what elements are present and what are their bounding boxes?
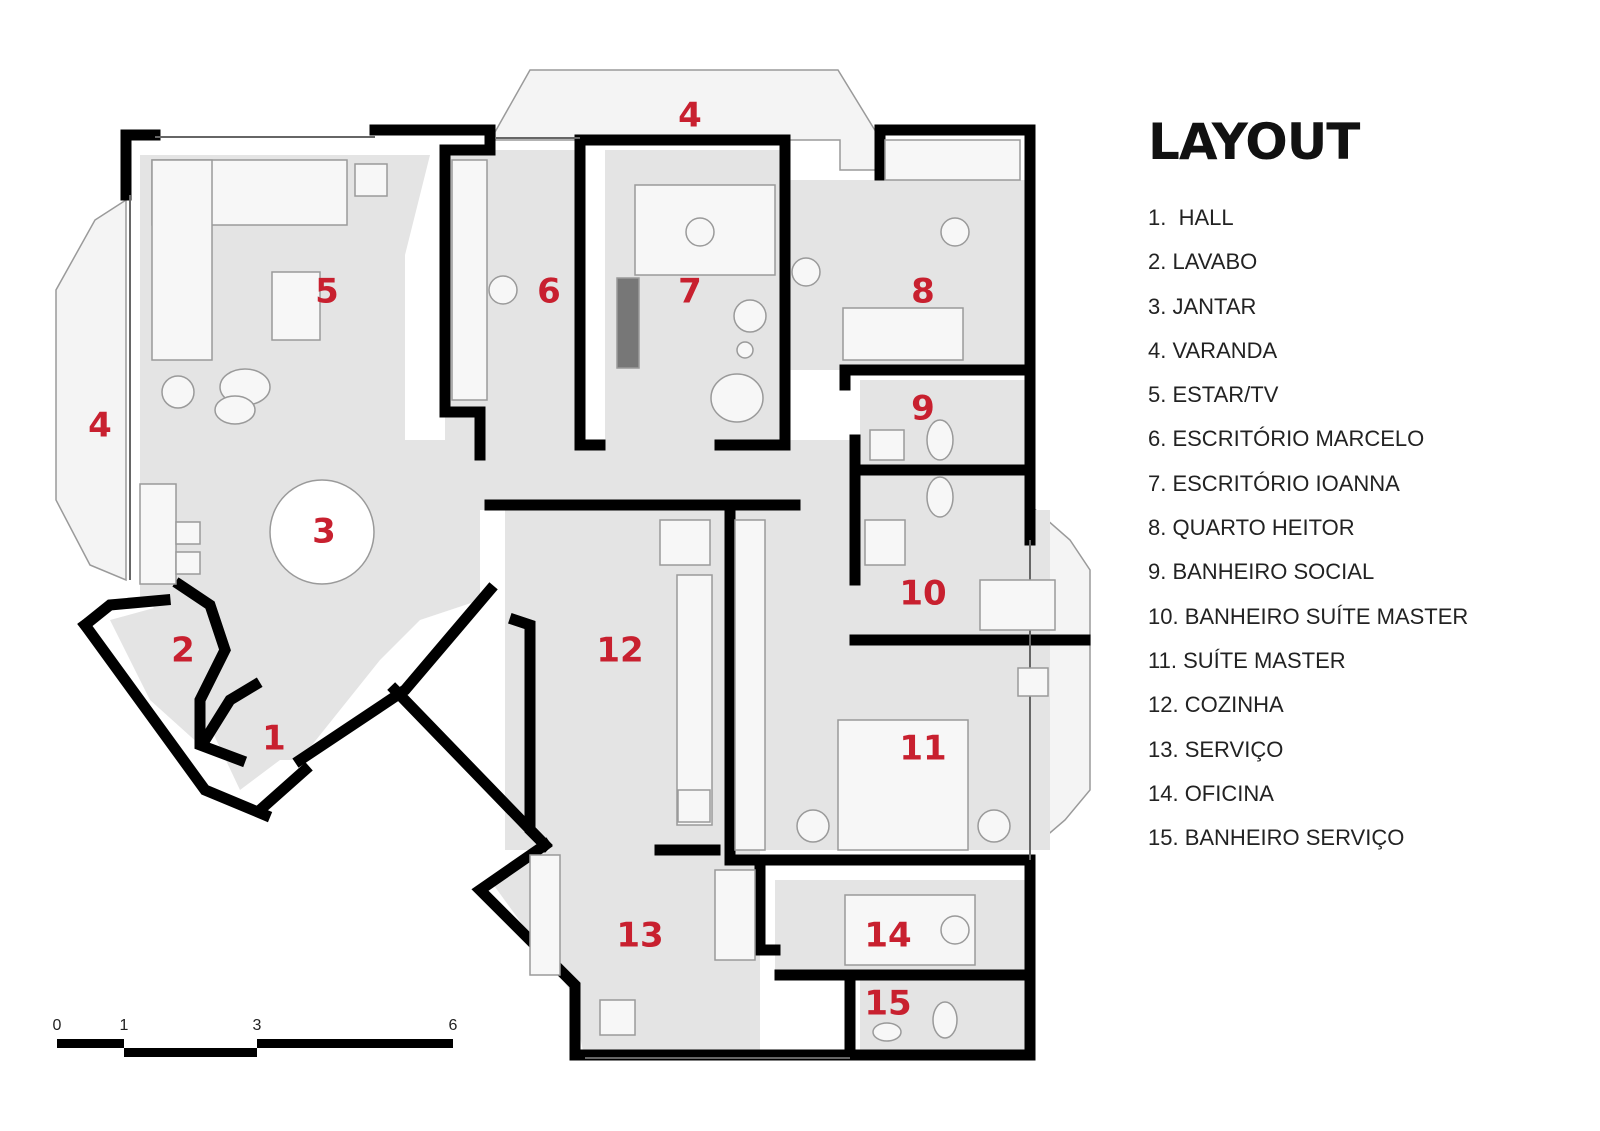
floor-corridor bbox=[480, 440, 850, 510]
label-hall: 1 bbox=[262, 719, 286, 759]
scale-segment-1 bbox=[57, 1039, 124, 1048]
nightstand-right bbox=[977, 809, 1011, 843]
armchair-2 bbox=[214, 395, 256, 425]
legend-item-suite-master: 11. SUÍTE MASTER bbox=[1148, 647, 1346, 673]
walls bbox=[77, 124, 1091, 1061]
legend-list: 1. HALL 2. LAVABO 3. JANTAR 4. VARANDA 5… bbox=[1148, 196, 1578, 860]
lounge-chair bbox=[710, 373, 764, 423]
furniture bbox=[139, 139, 1056, 1042]
legend-item-servico: 13. SERVIÇO bbox=[1148, 736, 1284, 762]
legend-item-lavabo: 2. LAVABO bbox=[1148, 249, 1258, 275]
scale-segment-3 bbox=[257, 1039, 453, 1048]
toilet-service bbox=[932, 1001, 958, 1039]
floor-powder-room bbox=[110, 605, 220, 745]
legend: LAYOUT 1. HALL 2. LAVABO 3. JANTAR 4. VA… bbox=[1148, 112, 1578, 860]
label-balcony-left: 4 bbox=[88, 406, 112, 446]
chair-marcelo bbox=[488, 275, 518, 305]
coffee-table bbox=[271, 271, 321, 341]
nightstand-left bbox=[796, 809, 830, 843]
chair-heitor bbox=[940, 217, 970, 247]
desk-marcelo bbox=[451, 159, 488, 401]
stool-ioanna bbox=[736, 341, 754, 359]
closet bbox=[734, 519, 766, 851]
service-cabinet bbox=[714, 869, 756, 961]
toilet-social bbox=[926, 419, 954, 461]
label-office-marcelo: 6 bbox=[537, 272, 561, 312]
balcony-left bbox=[55, 198, 127, 582]
service-counter bbox=[529, 854, 561, 976]
legend-item-escritorio-ioanna: 7. ESCRITÓRIO IOANNA bbox=[1148, 470, 1400, 496]
label-powder-room: 2 bbox=[171, 631, 195, 671]
legend-item-varanda: 4. VARANDA bbox=[1148, 337, 1278, 363]
room-labels: 1 2 3 4 4 5 6 7 8 9 10 11 12 13 14 15 bbox=[88, 96, 947, 1024]
label-bath-service: 15 bbox=[864, 984, 911, 1024]
label-workshop: 14 bbox=[864, 916, 911, 956]
legend-item-banheiro-servico: 15. BANHEIRO SERVIÇO bbox=[1148, 825, 1405, 851]
tv-panel bbox=[616, 277, 640, 369]
sideboard bbox=[139, 483, 177, 585]
legend-item-quarto-heitor: 8. QUARTO HEITOR bbox=[1148, 515, 1355, 541]
legend-item-jantar: 3. JANTAR bbox=[1148, 293, 1257, 319]
sofa-chaise bbox=[151, 159, 213, 361]
bed-master bbox=[837, 719, 969, 851]
legend-item-banheiro-suite-master: 10. BANHEIRO SUÍTE MASTER bbox=[1148, 603, 1469, 629]
washer bbox=[599, 999, 636, 1036]
label-living-tv: 5 bbox=[315, 272, 339, 312]
label-service: 13 bbox=[616, 916, 663, 956]
legend-item-hall: 1. HALL bbox=[1148, 205, 1234, 230]
scale-tick-0: 0 bbox=[53, 1017, 62, 1034]
floor-living-dining bbox=[140, 155, 480, 790]
fridge bbox=[659, 519, 711, 566]
label-bath-master: 10 bbox=[899, 574, 946, 614]
legend-item-cozinha: 12. COZINHA bbox=[1148, 692, 1284, 718]
sink-service bbox=[872, 1022, 902, 1042]
vanity-social bbox=[869, 429, 905, 461]
scale-tick-3: 3 bbox=[253, 1017, 262, 1034]
scale-tick-1: 1 bbox=[120, 1017, 129, 1034]
pouf-heitor bbox=[791, 257, 821, 287]
bar-stool-2 bbox=[175, 551, 201, 575]
legend-title: LAYOUT bbox=[1148, 113, 1360, 171]
dining-table bbox=[269, 479, 375, 585]
kitchen-counter bbox=[676, 574, 713, 826]
side-table-round bbox=[161, 375, 195, 409]
wardrobe-heitor bbox=[884, 139, 1021, 181]
cooktop bbox=[677, 789, 711, 823]
label-bedroom-heitor: 8 bbox=[911, 272, 935, 312]
chair-workshop bbox=[940, 915, 970, 945]
scale-tick-6: 6 bbox=[449, 1017, 458, 1034]
side-table bbox=[354, 163, 388, 197]
round-table-ioanna bbox=[733, 299, 767, 333]
bed-heitor bbox=[842, 307, 964, 361]
chair-ioanna bbox=[685, 217, 715, 247]
label-bath-social: 9 bbox=[911, 389, 935, 429]
scale-segment-2 bbox=[124, 1048, 257, 1057]
window-lines bbox=[129, 136, 1031, 1059]
label-balcony-top: 4 bbox=[678, 96, 702, 136]
bar-stool bbox=[175, 521, 201, 545]
label-office-ioanna: 7 bbox=[678, 272, 702, 312]
legend-item-oficina: 14. OFICINA bbox=[1148, 780, 1274, 806]
label-suite-master: 11 bbox=[899, 729, 946, 769]
armchair-master bbox=[1017, 667, 1049, 697]
vanity-master bbox=[864, 519, 906, 566]
legend-item-estar-tv: 5. ESTAR/TV bbox=[1148, 382, 1279, 408]
label-kitchen: 12 bbox=[596, 631, 643, 671]
bathtub bbox=[979, 579, 1056, 631]
scale-bar: 0 1 3 6 bbox=[53, 1017, 458, 1057]
toilet-master bbox=[926, 476, 954, 518]
legend-item-banheiro-social: 9. BANHEIRO SOCIAL bbox=[1148, 559, 1375, 585]
legend-item-escritorio-marcelo: 6. ESCRITÓRIO MARCELO bbox=[1148, 426, 1425, 452]
label-dining: 3 bbox=[312, 512, 336, 552]
